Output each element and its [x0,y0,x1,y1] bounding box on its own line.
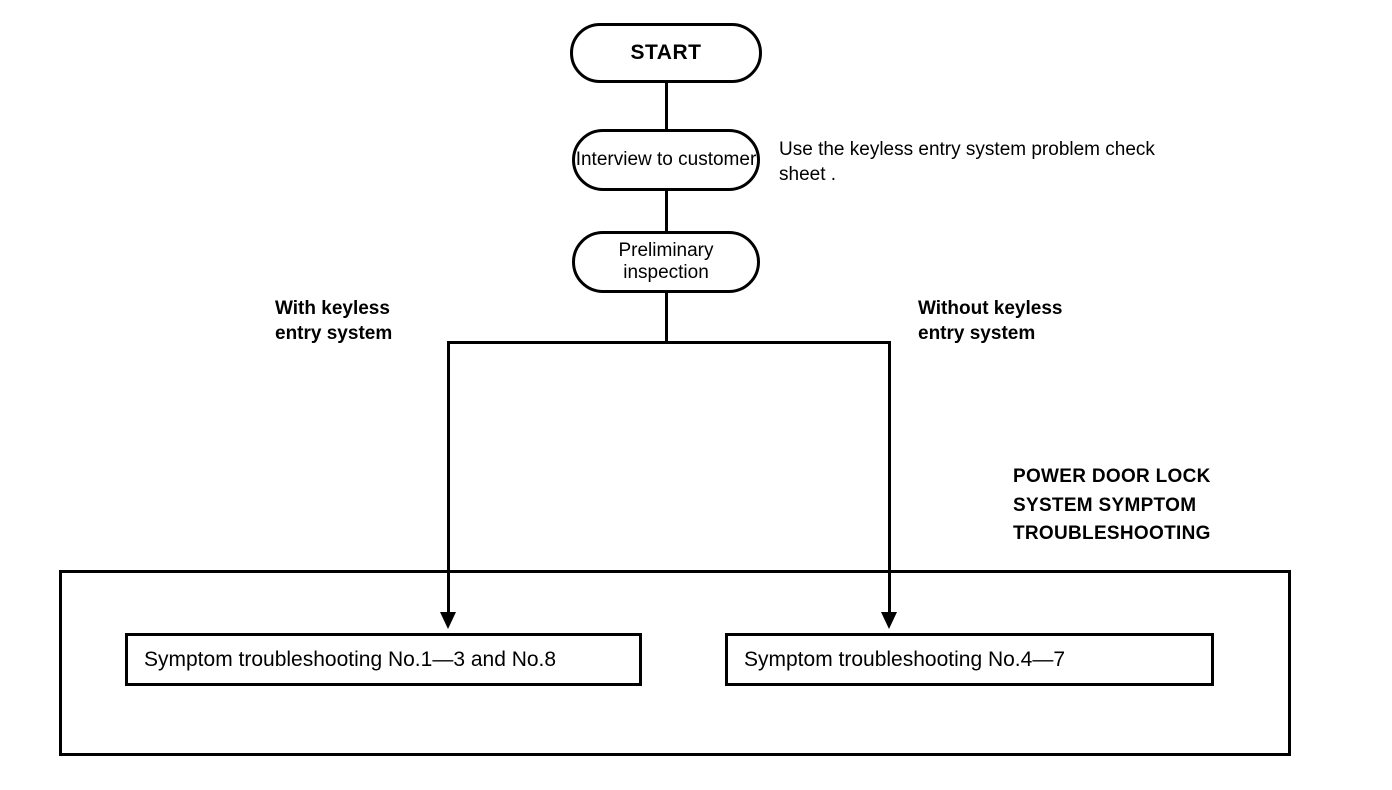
symptom-troubleshooting-box-1: Symptom troubleshooting No.1—3 and No.8 [125,633,642,686]
branch-label-with-keyless: With keyless entry system [275,298,393,345]
symptom-troubleshooting-box-2-label: Symptom troubleshooting No.4—7 [744,647,1065,671]
arrowhead-left-branch-icon [440,612,456,629]
symptom-troubleshooting-box-1-label: Symptom troubleshooting No.1—3 and No.8 [144,647,557,671]
connector-right-branch-drop [888,341,891,614]
node-interview-label: Interview to customer [575,148,757,170]
node-start-label: START [630,40,702,64]
node-preliminary-inspection: Preliminary inspection [572,231,760,293]
connector-left-branch-drop [447,341,450,614]
connector-preliminary-to-split [665,292,668,344]
group-box-power-door-lock [59,570,1291,756]
arrowhead-right-branch-icon [881,612,897,629]
branch-label-without-keyless: Without keyless entry system [918,298,1063,345]
node-start: START [570,23,762,83]
connector-branch-bar [447,341,891,344]
node-interview-to-customer: Interview to customer [572,129,760,191]
symptom-troubleshooting-box-2: Symptom troubleshooting No.4—7 [725,633,1214,686]
group-heading-power-door-lock: POWER DOOR LOCK SYSTEM SYMPTOM TROUBLESH… [1013,466,1211,544]
annotation-check-sheet: Use the keyless entry system problem che… [779,139,1155,185]
node-preliminary-label: Preliminary inspection [618,239,714,283]
connector-start-to-interview [665,82,668,130]
connector-interview-to-preliminary [665,190,668,232]
